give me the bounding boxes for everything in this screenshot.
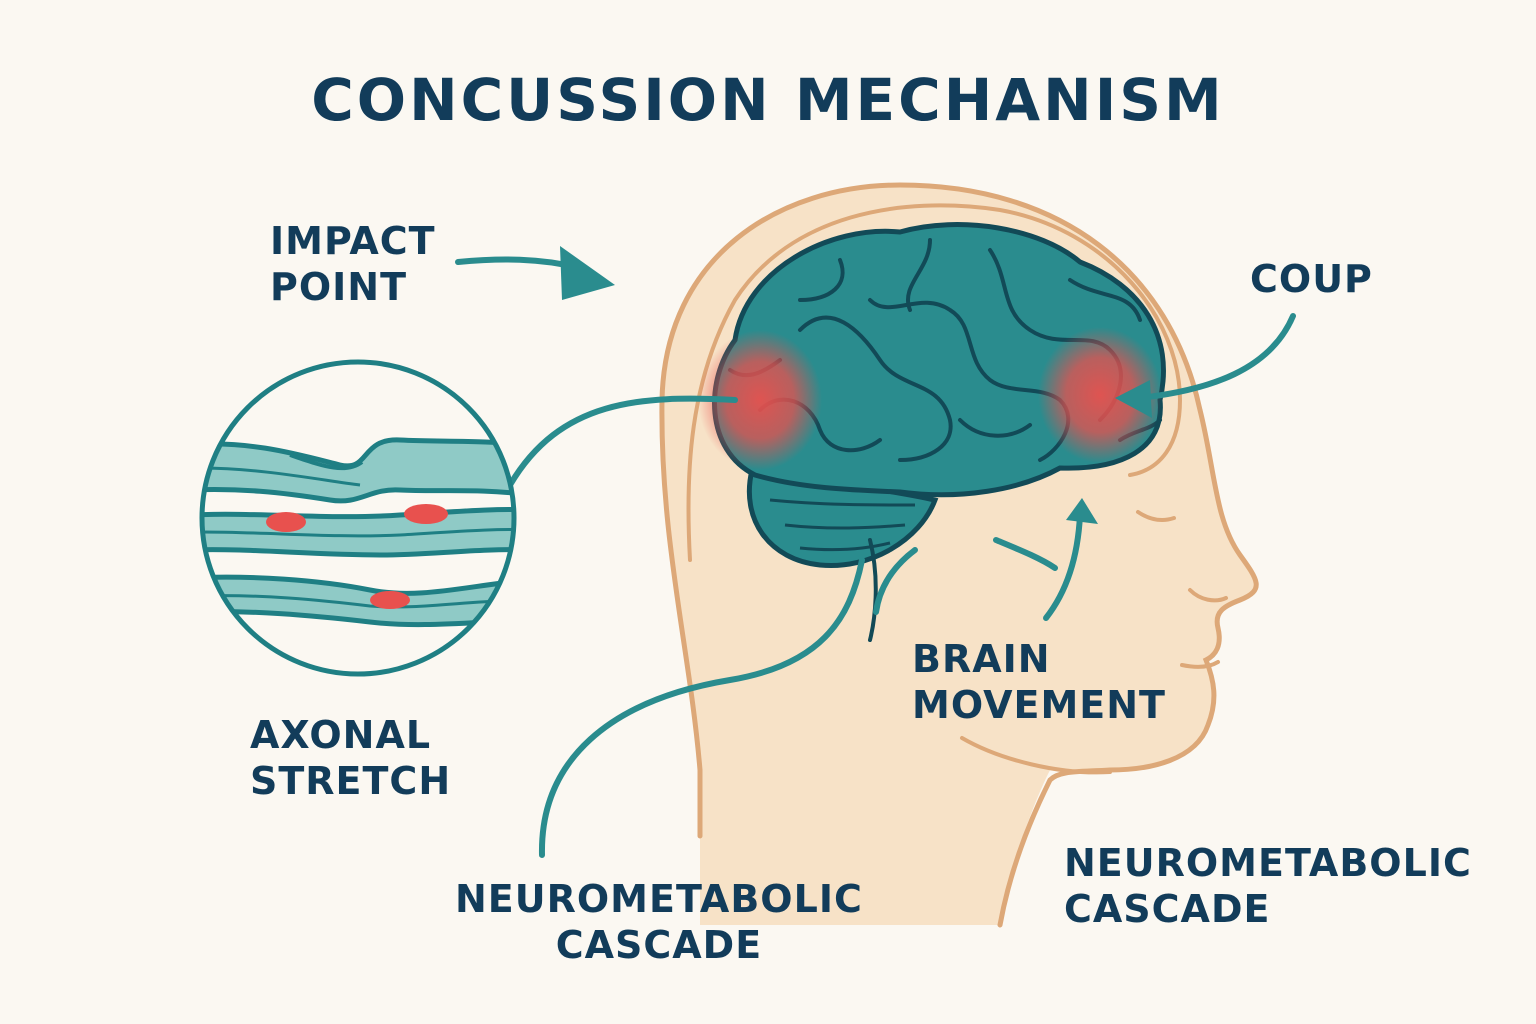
axon-lesion-1 (266, 512, 306, 532)
injury-glow-right (1038, 327, 1162, 463)
page-title: CONCUSSION MECHANISM (311, 66, 1225, 134)
impact-point-label-line-2: POINT (270, 265, 408, 310)
neurometabolic-right-line-1: NEUROMETABOLIC (1064, 841, 1472, 885)
brain-movement-swoosh (993, 537, 1058, 571)
axonal-connector (507, 395, 738, 488)
axon-lesion-2 (404, 504, 448, 524)
brain-movement-label-line-1: BRAIN (912, 637, 1051, 681)
neurometabolic-cascade-label-right: NEUROMETABOLIC CASCADE (1064, 840, 1472, 933)
arrowheads (560, 246, 1152, 524)
axon-lesion-3 (370, 591, 410, 609)
impact-point-label: IMPACT POINT (270, 218, 436, 311)
coup-arrow (1137, 313, 1296, 401)
neurometabolic-connector (538, 557, 865, 858)
arrows (455, 256, 1296, 858)
axon-zoom-circle (199, 359, 517, 677)
impact-point-label-line-1: IMPACT (270, 219, 436, 263)
brain-movement-label: BRAIN MOVEMENT (912, 636, 1166, 729)
brain-movement-arrow-up (1043, 512, 1083, 621)
coup-label-text: COUP (1250, 257, 1373, 301)
neurometabolic-right-line-2: CASCADE (1064, 887, 1271, 932)
brain-movement-label-line-2: MOVEMENT (912, 683, 1166, 728)
neurometabolic-cascade-label-left: NEUROMETABOLIC CASCADE (455, 876, 863, 969)
neurometabolic-left-line-2: CASCADE (555, 923, 763, 968)
axonal-stretch-label: AXONAL STRETCH (250, 712, 451, 805)
neurometabolic-left-line-1: NEUROMETABOLIC (455, 877, 863, 921)
axonal-stretch-label-line-1: AXONAL (250, 713, 432, 757)
coup-label: COUP (1250, 256, 1373, 302)
brain (698, 222, 1166, 642)
injury-glow-left (698, 330, 822, 470)
axonal-stretch-label-line-2: STRETCH (250, 759, 452, 804)
neck-swoosh (873, 547, 918, 615)
